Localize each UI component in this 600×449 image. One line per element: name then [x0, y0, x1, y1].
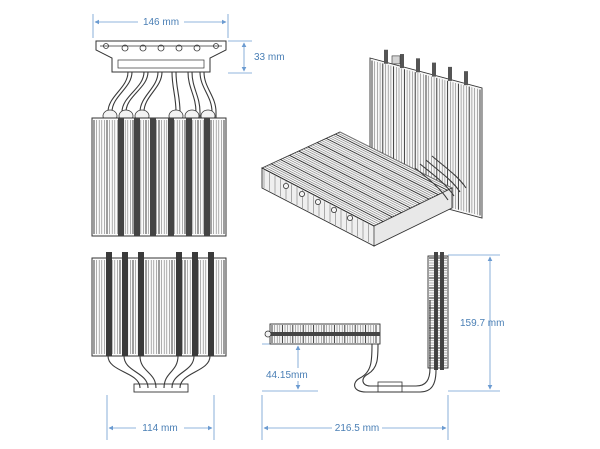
dimension-label-base-height: 33 mm	[254, 52, 285, 63]
pipe-cap	[391, 55, 401, 65]
heatpipe-tip	[400, 54, 404, 69]
fin	[277, 160, 391, 219]
heatpipe	[171, 355, 195, 389]
heatpipe	[163, 355, 179, 389]
fin	[316, 142, 430, 200]
bottom-view: 114 mm	[91, 252, 227, 440]
fin-stack-bottom	[91, 252, 227, 357]
heatpipe	[179, 355, 211, 389]
dimension-width-top: 146 mm	[92, 14, 229, 38]
heatpipe-end	[282, 182, 289, 189]
heatpipe-through-fins	[134, 118, 140, 236]
heatpipe-through-fins	[266, 332, 380, 336]
heatpipe-through-fins	[138, 252, 144, 356]
dimension-label-width-bottom: 114 mm	[142, 423, 177, 434]
heatpipe-through-fins	[204, 118, 210, 236]
fin	[287, 156, 400, 214]
fin	[321, 140, 434, 198]
heatpipe-end	[330, 206, 337, 213]
iso-heatpipes	[414, 155, 467, 201]
iso-horizontal-fin-stack	[260, 131, 454, 247]
heatpipe	[191, 71, 201, 124]
heatpipes-upper	[102, 71, 217, 124]
fin	[282, 158, 395, 217]
heatpipe-end	[264, 330, 272, 338]
fin	[264, 166, 377, 226]
fin	[284, 157, 398, 216]
fin	[266, 165, 379, 225]
heatpipe-through-fins	[186, 118, 192, 236]
fin	[261, 167, 375, 227]
fin	[326, 137, 439, 196]
fin	[332, 134, 446, 192]
fin	[319, 141, 432, 199]
heatpipe-end	[314, 198, 321, 205]
heatpipe-tip	[464, 71, 468, 86]
fin	[296, 151, 409, 210]
heatpipe-through-fins	[106, 252, 112, 356]
fin	[305, 147, 418, 206]
fin	[337, 132, 450, 190]
fin	[335, 133, 448, 191]
heatpipe-through-fins	[122, 252, 128, 356]
heatpipe-through-fins	[176, 252, 182, 356]
fin	[293, 152, 407, 211]
dimension-fin-offset: 44.15mm	[262, 343, 318, 392]
heatpipe-through-fins	[150, 118, 156, 236]
fin	[330, 135, 443, 193]
heatpipe	[139, 355, 157, 389]
mounting-bracket	[95, 40, 227, 73]
fin	[291, 153, 404, 212]
heatpipe	[203, 71, 217, 124]
fin	[280, 159, 393, 218]
isometric-view	[260, 49, 483, 247]
dimension-depth: 216.5 mm	[261, 395, 449, 440]
fin	[275, 161, 388, 220]
fin-stack-front	[91, 117, 227, 237]
side-heatpipe-bend	[354, 300, 437, 393]
side-vertical-fins	[427, 252, 449, 370]
heatpipe-tip	[416, 58, 420, 73]
heatpipe-through-fins	[168, 118, 174, 236]
fin	[312, 144, 425, 202]
heatpipe-tip	[384, 49, 388, 64]
fin	[289, 154, 402, 213]
dimension-base-height: 33 mm	[228, 40, 285, 74]
fin	[300, 149, 414, 208]
fin	[303, 148, 416, 207]
dimension-label-fin-offset: 44.15mm	[266, 370, 308, 381]
dimension-height: 159.7 mm	[448, 254, 504, 392]
fin	[273, 162, 386, 221]
fin	[298, 150, 411, 209]
heatpipe-through-fins	[118, 118, 124, 236]
base-plate	[133, 383, 189, 393]
fin	[307, 146, 421, 205]
front-view: 146 mm 33 mm	[91, 14, 285, 237]
heatpipe-through-tower	[440, 252, 444, 370]
heatpipe-tip	[432, 62, 436, 77]
side-view: 159.7 mm 44.15mm 216.5 mm	[261, 252, 504, 440]
fin	[339, 131, 453, 189]
heatpipe-through-fins	[208, 252, 214, 356]
heatpipe-through-fins	[192, 252, 198, 356]
dimension-label-width-top: 146 mm	[143, 17, 179, 28]
dimension-label-height: 159.7 mm	[460, 318, 504, 329]
heatpipe-end	[346, 214, 353, 221]
dimension-label-depth: 216.5 mm	[335, 423, 379, 434]
fin	[310, 145, 423, 203]
heatpipe-end	[298, 190, 305, 197]
heatpipe-tip	[448, 66, 452, 81]
heatpipe	[123, 355, 149, 389]
heatpipes-lower	[107, 355, 211, 393]
fin	[270, 163, 384, 222]
dimension-width-bottom: 114 mm	[106, 395, 215, 440]
side-horizontal-fins	[264, 323, 381, 345]
fin	[323, 139, 437, 197]
fin	[314, 143, 427, 201]
fin	[268, 164, 382, 223]
fin	[328, 137, 441, 194]
